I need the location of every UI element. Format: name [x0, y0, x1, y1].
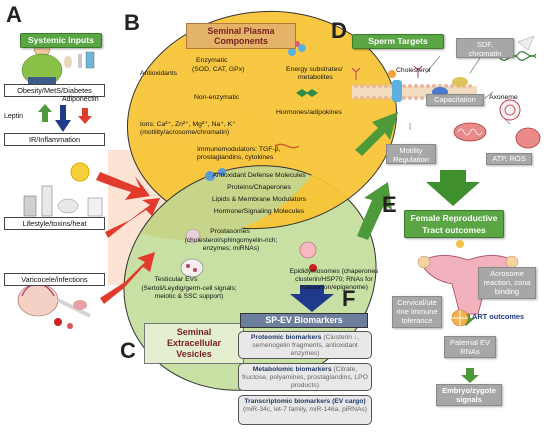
immune-tolerance-box: Cervical/ute rine immune tolerance [392, 296, 442, 328]
ions-label: Ions: Ca²⁺, Zn²⁺, Mg²⁺, Na⁺, K⁺ [140, 121, 236, 128]
motility-label: Motility [399, 146, 423, 155]
navy-arrow-to-biomarkers [290, 285, 334, 312]
green-arrow-to-female [357, 182, 392, 240]
prostasomes-label: Prostasomes [210, 228, 250, 235]
paternal-ev-rnas-box: Paternal EV RNAs [444, 336, 496, 358]
transcriptomic-detail: (miR-34c, let-7 family, miR-146a, piRNAs… [243, 406, 367, 413]
panel-letter-f: F [342, 286, 356, 311]
chromatin-label: chromatin [468, 49, 502, 58]
panel-letter-a: A [6, 2, 22, 27]
immunomodulators-label-2: prostaglandins, cytokines [197, 154, 274, 161]
proteomic-detail: (Clusterin ↓, semenogelin fragments, ant… [252, 334, 360, 357]
molecule-icons [205, 41, 318, 181]
adiponectin-down-arrow [78, 108, 92, 124]
metabolomic-detail: (Citrate, fructose, polyamines, prostagl… [242, 366, 368, 389]
seminal-plasma-title: Seminal Plasma Components [186, 23, 296, 49]
atp-ros-box: ATP, ROS [486, 153, 532, 165]
panel-letter-b: B [124, 10, 140, 35]
antioxidants-label: Antioxidants [140, 70, 178, 77]
transcriptomic-biomarkers-box: Transcriptomic biomarkers (EV cargo) (mi… [238, 395, 372, 425]
enzymatic-detail: (SOD, CAT, GPx) [192, 66, 245, 73]
panel-letter-c: C [120, 338, 136, 363]
female-title-line-2: Tract outcomes [422, 225, 486, 235]
acrosome-box: Acrosome reaction, zona binding [478, 267, 536, 299]
art-outcomes-label: ART outcomes [472, 312, 525, 321]
lifestyle-illustration [23, 162, 103, 217]
biomarkers-header: SP-EV Biomarkers [240, 313, 368, 328]
ir-inflammation-label: IR/Inflammation [4, 133, 105, 146]
testicular-evs-detail: (Sertoli/Leydig/germ-cell signals; meiot… [141, 285, 237, 300]
panel-letter-e: E [382, 192, 397, 217]
embryo-signals-box: Embryo/zygote signals [436, 384, 502, 406]
axoneme-illustration [499, 99, 521, 121]
red-arrows [96, 172, 160, 304]
overlap-antioxidant-label: Antioxidant Defense Molecules [212, 172, 306, 179]
overlap-hormone-label: Hormone/Signaling Molecules [213, 208, 305, 215]
red-arrow-3 [100, 252, 155, 304]
proteomic-biomarkers-box: Proteomic biomarkers (Clusterin ↓, semen… [238, 331, 372, 359]
ev-title-line-1: Seminal [176, 327, 212, 337]
obesity-label: Obesity/MetS/Diabetes [4, 84, 105, 97]
testicular-evs-label: Testicular EVs [154, 276, 198, 283]
lifestyle-label: Lifestyle/toxins/heat [4, 217, 105, 230]
ev-title-line-3: Vesicles [176, 349, 212, 359]
sdf-label: SDF, [476, 40, 494, 49]
sdf-chromatin-box: SDF, chromatin [456, 38, 514, 58]
proteomic-heading: Proteomic biomarkers [250, 334, 322, 341]
capacitation-box: Capacitation [426, 94, 484, 106]
enzymatic-label: Enzymatic [196, 57, 228, 64]
energy-label: Energy substrates/ [286, 66, 343, 73]
overlap-proteins-label: Proteins/Chaperones [227, 184, 291, 191]
transcriptomic-heading: Transcriptomic biomarkers (EV cargo) [244, 398, 366, 405]
green-arrow-to-sperm [355, 112, 398, 156]
obese-person-illustration [21, 38, 95, 87]
panel-letter-d: D [331, 18, 347, 43]
mitochondria-illustration [453, 122, 541, 149]
cholesterol-label: Cholesterol [396, 67, 431, 74]
leptin-adiponectin-arrows [38, 104, 92, 132]
red-arrow-1 [96, 172, 150, 200]
prostasomes-detail: (cholesterol/sphingomyelin-rich; enzymes… [184, 237, 278, 252]
ev-illustrations [180, 228, 317, 278]
metabolomic-heading: Metabolomic biomarkers [252, 366, 332, 373]
ions-detail: (motility/acrosome/chromatin) [140, 129, 230, 136]
green-small-arrow-2 [461, 368, 479, 383]
axoneme-label: Axoneme [489, 94, 518, 101]
green-arrow-down [426, 170, 480, 206]
varicocele-label: Varicocele/infections [4, 273, 105, 286]
leptin-label: Leptin [4, 113, 24, 120]
immunomodulators-label: Immunomodulators: TGF-β, [197, 146, 281, 153]
non-enzymatic-label: Non-enzymatic [194, 94, 240, 101]
systemic-inputs-header: Systemic inputs [20, 33, 102, 48]
ev-title-line-2: Extracellular [166, 338, 222, 348]
red-arrow-2 [105, 198, 160, 238]
adiponectin-label: Adiponectin [62, 96, 99, 103]
motility-regulation-box: Motility Regulation [386, 144, 436, 164]
hormones-label: Hormones/adipokines [276, 109, 342, 116]
sperm-targets-header: Sperm Targets [352, 34, 444, 49]
energy-label-2: metabolites [298, 74, 333, 81]
ev-title-box: Seminal Extracellular Vesicles [144, 323, 244, 364]
overlap-lipids-label: Lipids & Membrane Modulators [211, 196, 307, 203]
metabolomic-biomarkers-box: Metabolomic biomarkers (Citrate, fructos… [238, 363, 372, 391]
female-title-line-1: Female Reproductive [410, 213, 498, 223]
epididymosomes-label: Epididymosomes (chaperones clusterin/HSP… [289, 268, 379, 291]
female-outcomes-header: Female Reproductive Tract outcomes [404, 210, 504, 238]
varicocele-illustration [17, 283, 91, 329]
leptin-up-arrow [38, 104, 52, 122]
regulation-label: Regulation [393, 155, 429, 164]
ir-down-arrow [55, 105, 71, 132]
